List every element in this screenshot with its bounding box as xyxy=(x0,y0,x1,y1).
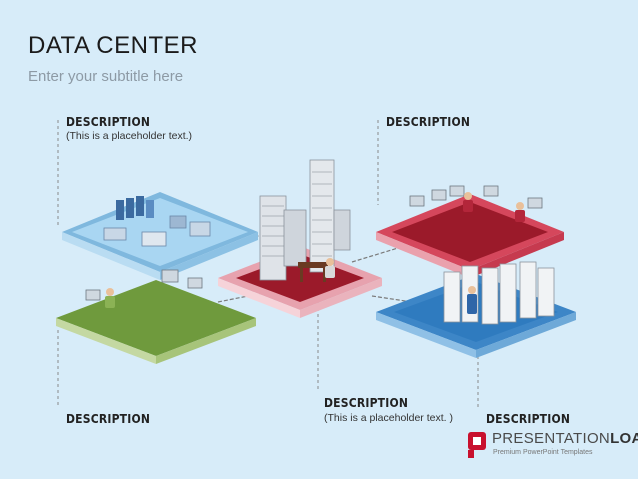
person-icon xyxy=(515,202,525,222)
page-subtitle: Enter your subtitle here xyxy=(28,68,184,85)
logo-brand: PRESENTATIONLOAD® xyxy=(492,430,638,447)
logo-brand-bold: LOAD xyxy=(610,430,638,447)
server-rack-icon xyxy=(103,215,211,247)
person-icon xyxy=(467,286,477,314)
platform-pink xyxy=(218,159,382,318)
platform-green xyxy=(56,269,256,364)
platform-blue xyxy=(376,261,576,358)
description-bottom-center-text: (This is a placeholder text. ) xyxy=(324,412,453,424)
person-icon xyxy=(325,258,335,278)
presentationload-logo: PRESENTATIONLOAD® Premium PowerPoint Tem… xyxy=(468,430,638,470)
workstation-icon xyxy=(409,185,543,209)
logo-tagline: Premium PowerPoint Templates xyxy=(493,449,593,456)
server-rack-icon xyxy=(443,261,555,325)
server-rack-icon xyxy=(259,159,351,281)
description-bottom-left-heading: DESCRIPTION xyxy=(66,412,151,426)
platform-red xyxy=(376,185,564,278)
person-icon xyxy=(463,192,473,212)
description-top-left-text: (This is a placeholder text.) xyxy=(66,130,193,142)
description-bottom-right-heading: DESCRIPTION xyxy=(486,412,571,426)
server-rack-icon xyxy=(116,196,154,220)
platform-blue-light xyxy=(62,192,258,280)
network-link-icon xyxy=(351,247,399,263)
page-title: DATA CENTER xyxy=(28,32,198,59)
callout-lines xyxy=(57,120,479,408)
logo-brand-light: PRESENTATION xyxy=(492,430,611,447)
description-top-left-heading: DESCRIPTION xyxy=(66,115,151,129)
description-bottom-center-heading: DESCRIPTION xyxy=(324,396,409,410)
workstation-icon xyxy=(298,262,328,282)
logo-mark-icon xyxy=(468,432,486,458)
workstation-icon xyxy=(85,269,203,301)
person-icon xyxy=(105,288,115,308)
description-top-right-heading: DESCRIPTION xyxy=(386,115,471,129)
